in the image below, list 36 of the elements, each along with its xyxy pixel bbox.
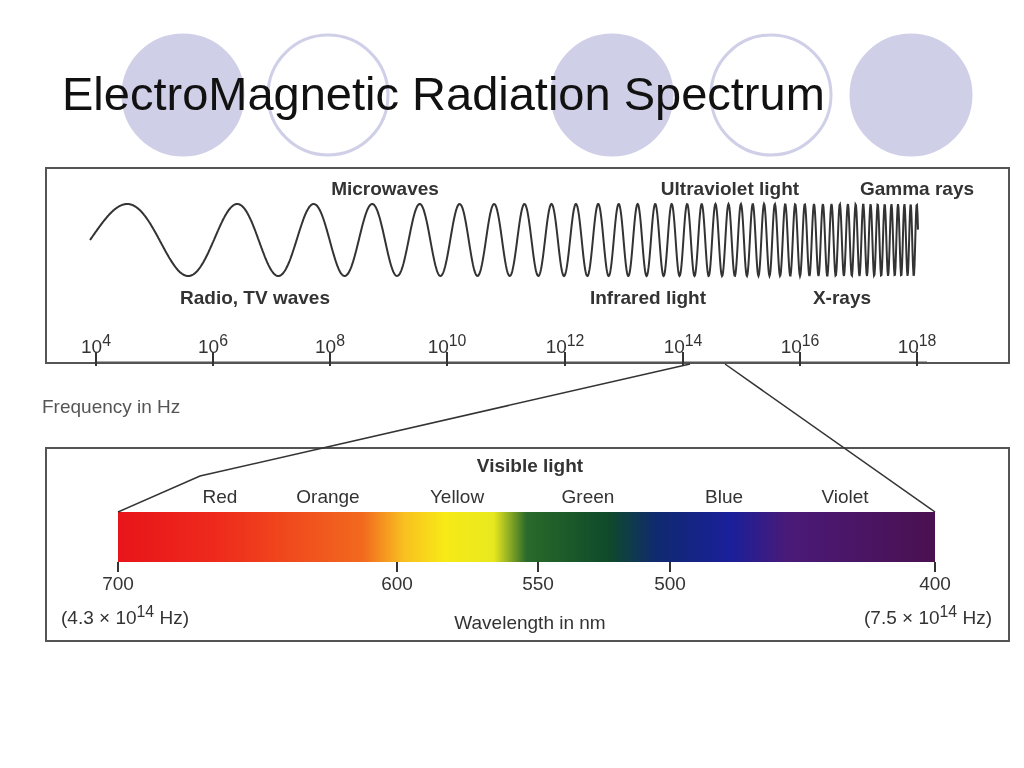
- tick-label: 10$^{8}$: [315, 331, 345, 359]
- tick-label: 10$^{12}$: [545, 331, 585, 359]
- tick-label: 500: [654, 573, 686, 595]
- tick-label: 10$^{18}$: [897, 331, 937, 359]
- axis-title: Frequency in Hz: [42, 396, 181, 418]
- tick-label: 10$^{10}$: [427, 331, 467, 359]
- color-label: Red: [202, 486, 238, 508]
- zoom-line: [117, 363, 691, 513]
- tick-label: 550: [522, 573, 554, 595]
- frequency-note: (4.3 × 10$^{14}$ Hz): [61, 602, 189, 630]
- spectrum-panel: [45, 167, 1010, 364]
- band-label: Gamma rays: [859, 178, 975, 200]
- band-label: Microwaves: [331, 178, 439, 200]
- tick-label: 10$^{4}$: [81, 331, 111, 359]
- axis-title: Wavelength in nm: [454, 612, 606, 634]
- band-label: X-rays: [812, 287, 872, 309]
- color-label: Green: [561, 486, 615, 508]
- panel-heading: Visible light: [476, 455, 584, 477]
- tick-label: 10$^{16}$: [780, 331, 820, 359]
- tick-label: 10$^{14}$: [663, 331, 703, 359]
- title: ElectroMagnetic Radiation Spectrum: [62, 66, 825, 122]
- visible-light-panel: [45, 447, 1010, 642]
- tick-label: 10$^{6}$: [198, 331, 228, 359]
- color-label: Violet: [821, 486, 869, 508]
- tick-label: 400: [919, 573, 951, 595]
- color-label: Blue: [705, 486, 743, 508]
- spectrum-bar: [118, 512, 935, 562]
- zoom-line: [724, 363, 936, 513]
- band-label: Infrared light: [589, 287, 707, 309]
- color-label: Orange: [296, 486, 360, 508]
- band-label: Ultraviolet light: [660, 178, 800, 200]
- frequency-note: (7.5 × 10$^{14}$ Hz): [864, 602, 992, 630]
- tick-label: 700: [102, 573, 134, 595]
- color-label: Yellow: [429, 486, 485, 508]
- tick-label: 600: [381, 573, 413, 595]
- band-label: Radio, TV waves: [180, 287, 330, 309]
